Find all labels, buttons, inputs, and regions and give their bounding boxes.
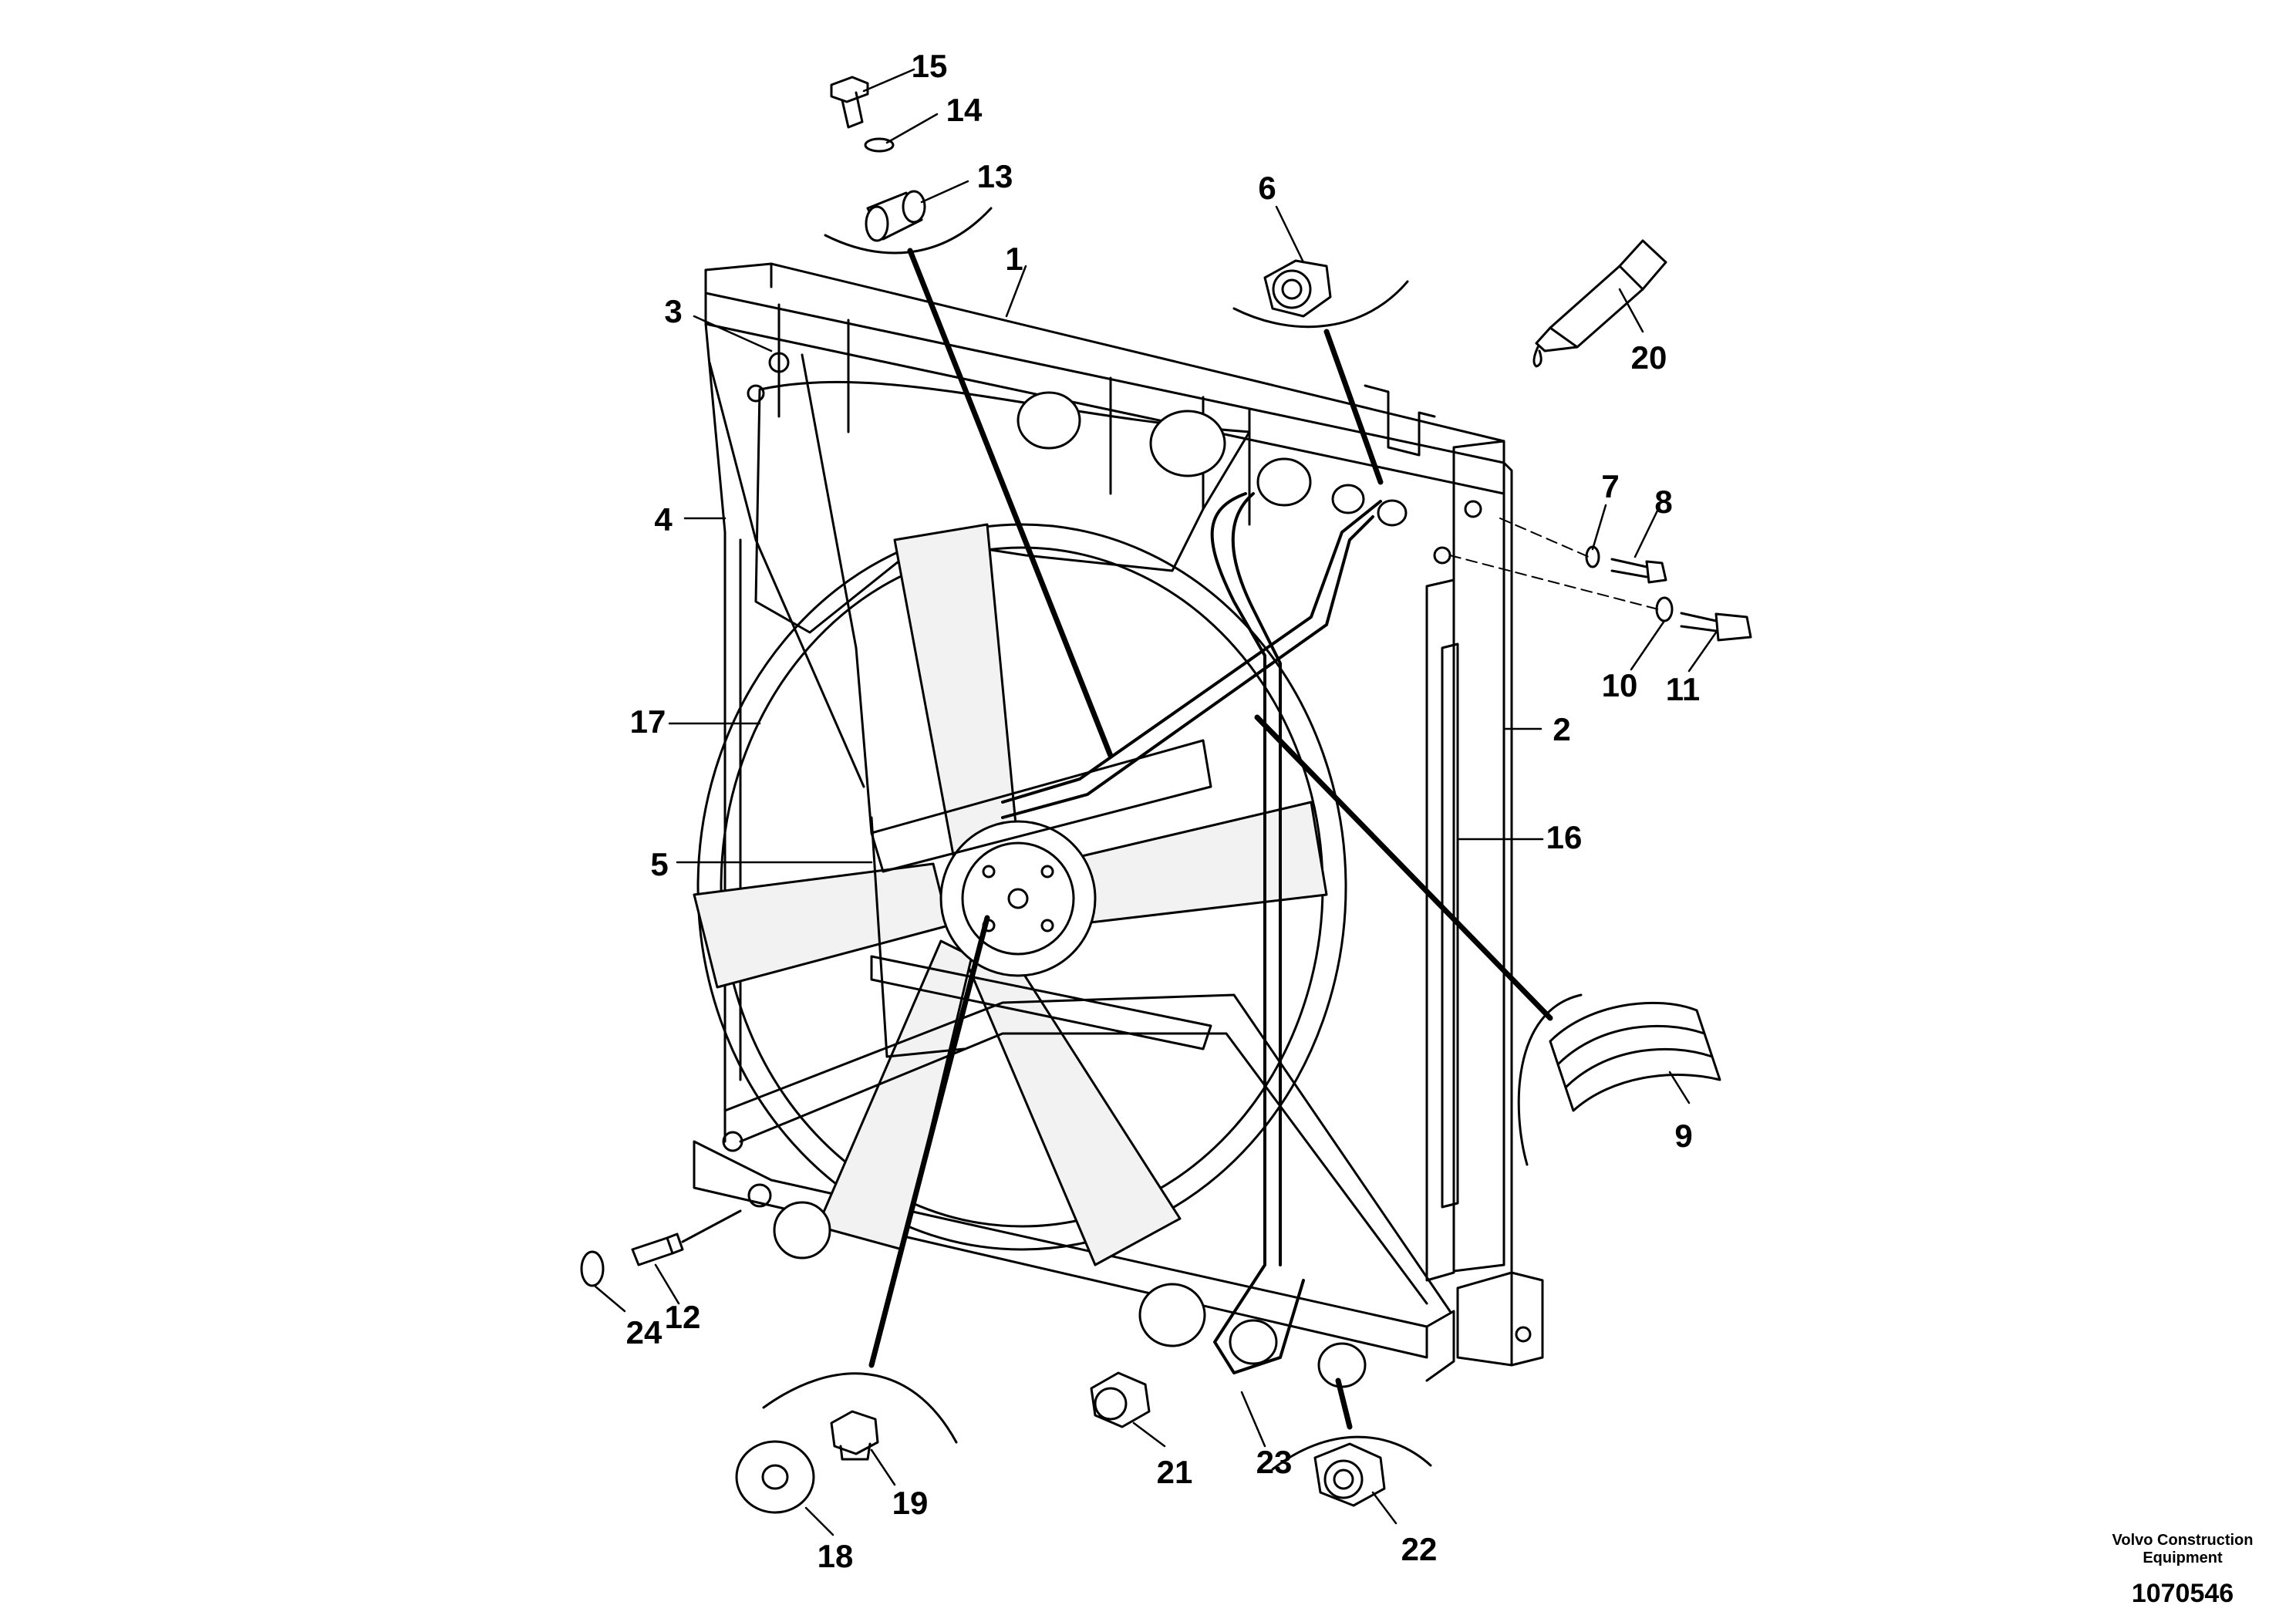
part-14-washer [864,137,895,153]
top-fittings [1017,391,1408,527]
fan-blades [693,523,1328,1266]
callout-15: 15 [912,48,948,84]
callout-6: 6 [1258,170,1276,206]
part-19-plug [830,1410,879,1461]
callout-14: 14 [946,92,983,128]
callout-7: 7 [1601,468,1619,504]
part-11-bolt [1680,612,1752,642]
detail-arc-22 [1271,1435,1432,1471]
callout-16: 16 [1546,819,1583,855]
brand-line-2: Equipment [2143,1549,2223,1566]
detail-arc-6 [1232,280,1409,329]
part-24-oring [580,1250,605,1287]
callout-23: 23 [1256,1444,1293,1480]
callout-20: 20 [1631,339,1667,376]
part-21-fitting [1090,1371,1151,1428]
detail-pointers [868,248,1553,1430]
brand-block: Volvo Construction Equipment 1070546 [2094,1532,2271,1609]
hose-lines [1001,492,1382,1374]
callout-19: 19 [892,1485,929,1521]
callout-4: 4 [654,501,673,538]
callout-11: 11 [1666,671,1700,707]
part-8-bolt [1610,558,1667,584]
bottom-fittings [722,352,1367,1388]
callout-13: 13 [977,158,1013,194]
callout-17: 17 [630,703,666,740]
callout-labels: 1 2 3 4 5 6 7 8 9 10 11 12 13 14 15 16 1… [626,48,1701,1574]
brand-line-1: Volvo Construction [2112,1532,2254,1549]
part-22-cap [1313,1442,1386,1507]
part-13-bushing [865,190,926,242]
callout-9: 9 [1674,1118,1692,1154]
callout-5: 5 [650,846,668,882]
part-6-plug [1263,259,1332,318]
callout-8: 8 [1654,484,1672,520]
callout-3: 3 [664,293,682,329]
part-15-bolt [830,76,869,129]
part-12-nipple [631,1209,742,1266]
callout-12: 12 [665,1299,701,1335]
callout-22: 22 [1401,1531,1438,1567]
callout-18: 18 [818,1538,854,1574]
fan-bracket [708,353,1451,1313]
bolt-axis-lines [1449,518,1659,610]
callout-24: 24 [626,1314,663,1351]
leader-lines [594,68,1718,1536]
callout-2: 2 [1553,711,1570,747]
callout-10: 10 [1602,667,1638,703]
part-20-tube [1532,239,1667,368]
part-18-washer [735,1440,815,1514]
drawing-number: 1070546 [2131,1579,2234,1608]
part-10-washer [1655,596,1674,622]
part-9-grommet [1549,1001,1721,1112]
fan-hub [939,820,1097,977]
callout-21: 21 [1157,1454,1193,1490]
detail-arc-19 [762,1372,958,1444]
detail-arc-9 [1517,993,1583,1166]
radiator-frame [693,262,1544,1382]
callout-1: 1 [1005,241,1023,277]
